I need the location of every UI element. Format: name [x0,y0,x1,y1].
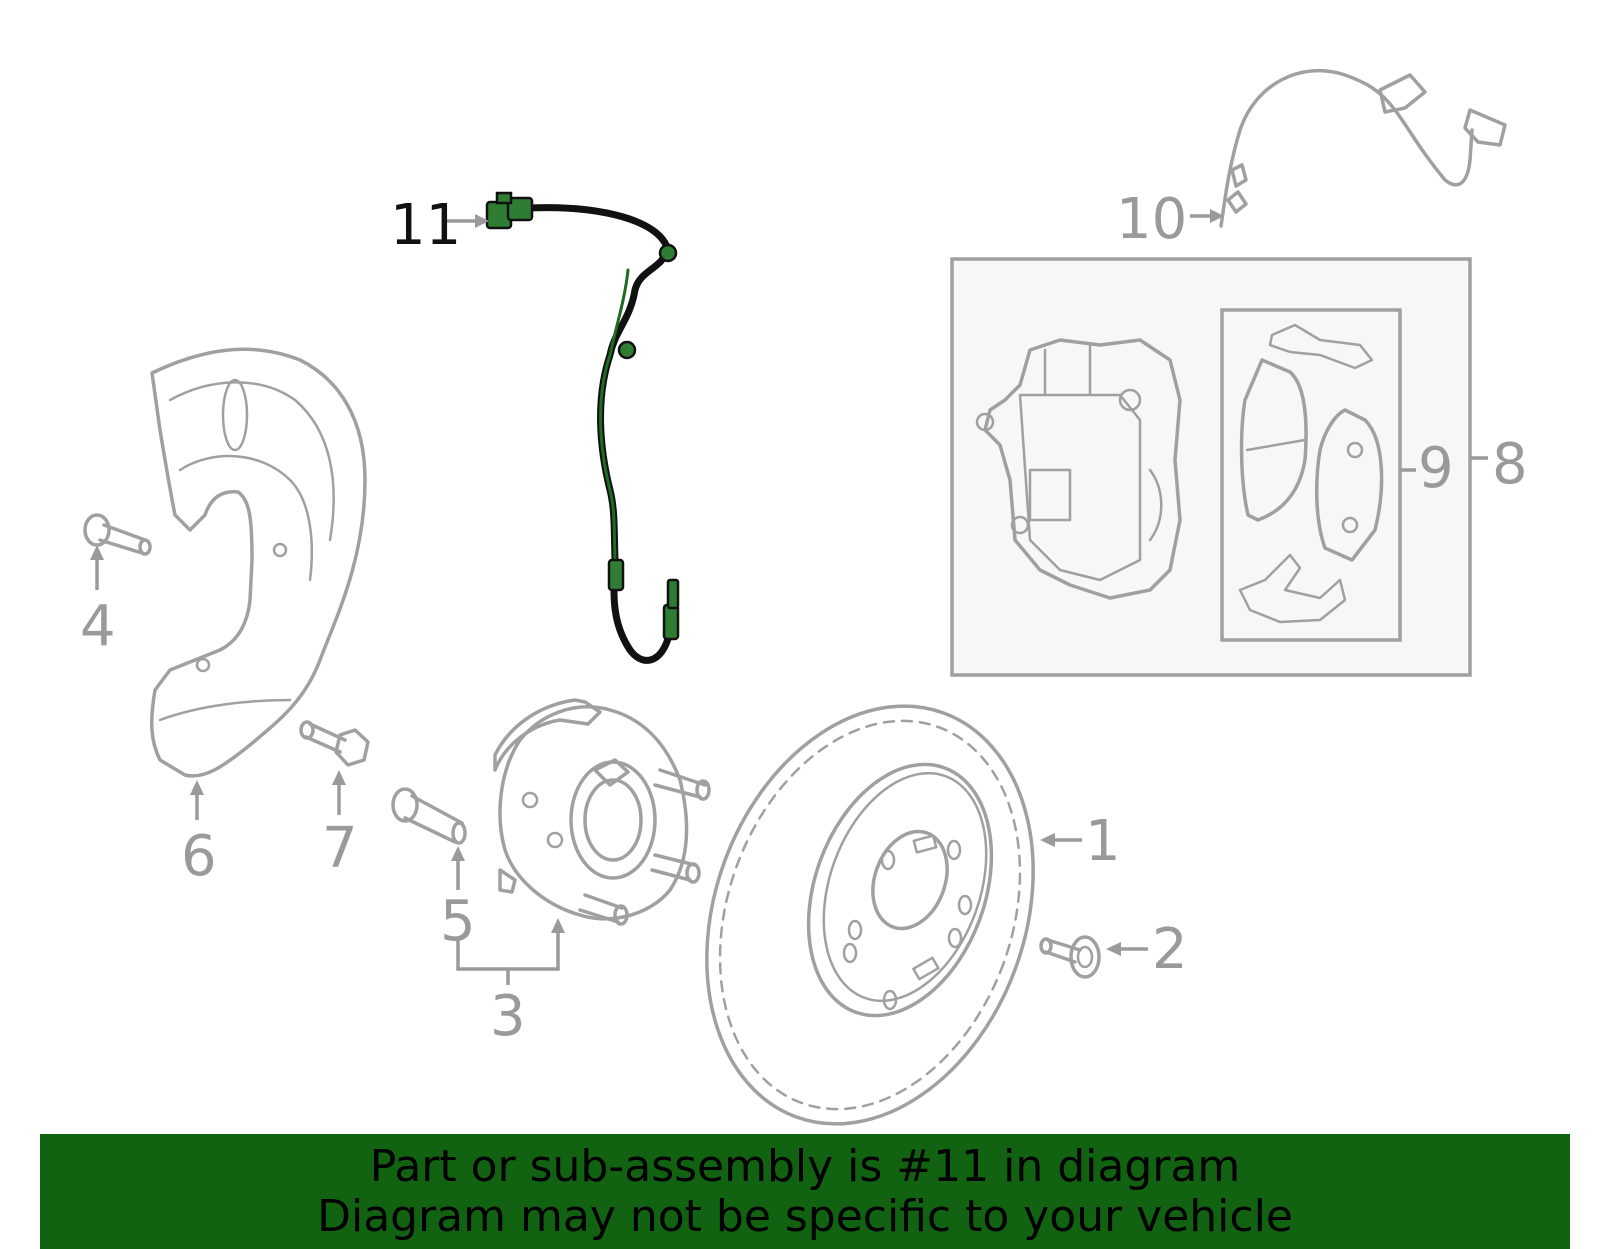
callout-10[interactable]: 10 [1116,187,1187,252]
callout-7[interactable]: 7 [322,816,358,881]
part-10-sensor-wire[interactable] [1219,69,1507,228]
callout-9[interactable]: 9 [1418,436,1454,501]
callout-11[interactable]: 11 [390,193,461,258]
caliper-illustration [975,338,1182,600]
leader-lines [90,209,1488,985]
part-1-brake-rotor[interactable] [651,660,1089,1170]
part-11-speed-sensor-harness[interactable] [485,191,680,664]
banner-line-1: Part or sub-assembly is #11 in diagram [369,1140,1241,1192]
callout-8[interactable]: 8 [1492,432,1528,497]
part-7-bolt[interactable] [299,720,370,767]
part-4-bolt[interactable] [83,513,152,556]
banner-line-2: Diagram may not be specific to your vehi… [317,1190,1293,1242]
callout-5[interactable]: 5 [440,889,476,954]
callout-1[interactable]: 1 [1085,809,1121,874]
part-9-brake-pad-kit[interactable] [1220,308,1402,642]
callout-2[interactable]: 2 [1152,917,1188,982]
part-2-screw[interactable] [1039,935,1101,979]
callout-4[interactable]: 4 [80,594,116,659]
callout-labels: 11 10 9 8 4 6 7 5 3 1 2 [80,187,1528,1049]
part-5-wheel-stud[interactable] [391,787,467,845]
info-banner: Part or sub-assembly is #11 in diagram D… [40,1134,1570,1249]
part-6-dust-shield[interactable] [149,347,367,778]
callout-6[interactable]: 6 [181,824,217,889]
part-3-hub-assembly[interactable] [493,698,711,926]
callout-3[interactable]: 3 [490,984,526,1049]
